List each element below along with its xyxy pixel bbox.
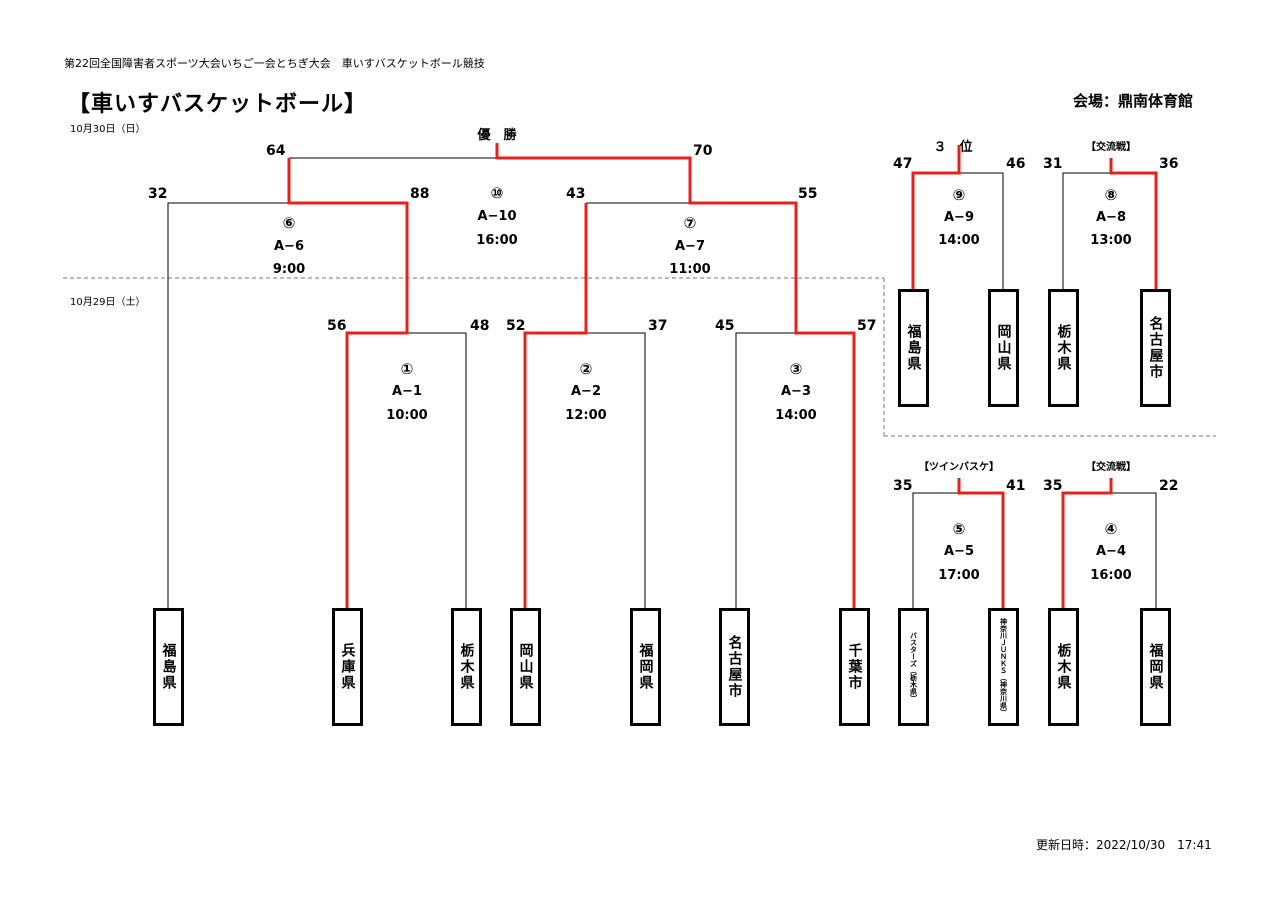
team-name: バスターズ（栃木県）: [909, 632, 918, 702]
twin-label: 【ツインバスケ】: [919, 462, 999, 473]
venue: 会場：鼎南体育館: [1073, 92, 1194, 110]
exchange2-time: 16:00: [1090, 568, 1132, 583]
team-name: 福岡県: [637, 643, 654, 691]
twin-code: A−5: [944, 544, 974, 559]
twin-time: 17:00: [938, 568, 980, 583]
twin-score-right: 41: [1006, 478, 1026, 494]
exchange2-code: A−4: [1096, 544, 1126, 559]
final-score-left: 64: [266, 143, 286, 159]
final-number: ⑩: [490, 184, 504, 202]
m1-time: 10:00: [386, 408, 428, 423]
third-time: 14:00: [938, 233, 980, 248]
team-name: 福岡県: [1147, 643, 1164, 691]
exchange1-team-left: 栃木県: [1048, 289, 1079, 407]
team-name: 千葉市: [846, 643, 863, 691]
exchange1-label: 【交流戦】: [1086, 142, 1136, 153]
m2-code: A−2: [571, 384, 601, 399]
team-hyogo: 兵庫県: [332, 608, 363, 726]
exchange1-number: ⑧: [1104, 186, 1118, 204]
twin-team-right: 神奈川ＪＵＮＫＳ（神奈川県）: [988, 608, 1019, 726]
date-day1: 10月29日（土）: [70, 297, 146, 308]
final-time: 16:00: [476, 233, 518, 248]
semi6-score-right: 88: [410, 186, 430, 202]
team-fukuoka: 福岡県: [630, 608, 661, 726]
team-name: 福島県: [905, 324, 922, 372]
twin-number: ⑤: [952, 520, 966, 538]
third-number: ⑨: [952, 186, 966, 204]
team-name: 栃木県: [1055, 324, 1072, 372]
twin-team-left: バスターズ（栃木県）: [898, 608, 929, 726]
m2-score-right: 37: [648, 318, 668, 334]
exchange2-team-right: 福岡県: [1140, 608, 1171, 726]
m1-score-right: 48: [470, 318, 490, 334]
third-score-left: 47: [893, 156, 913, 172]
semi7-score-left: 43: [566, 186, 586, 202]
semi7-code: A−7: [675, 239, 705, 254]
team-name: 栃木県: [458, 643, 475, 691]
semi7-time: 11:00: [669, 262, 711, 277]
third-code: A−9: [944, 210, 974, 225]
m3-time: 14:00: [775, 408, 817, 423]
team-name: 兵庫県: [339, 643, 356, 691]
team-name: 栃木県: [1055, 643, 1072, 691]
m1-score-left: 56: [327, 318, 347, 334]
header-note: 第22回全国障害者スポーツ大会いちご一会とちぎ大会 車いすバスケットボール競技: [64, 57, 485, 70]
date-day2: 10月30日（日）: [70, 124, 146, 135]
twin-score-left: 35: [893, 478, 913, 494]
m3-number: ③: [789, 360, 803, 378]
team-name: 岡山県: [995, 324, 1012, 372]
m2-number: ②: [579, 360, 593, 378]
exchange1-time: 13:00: [1090, 233, 1132, 248]
exchange2-number: ④: [1104, 520, 1118, 538]
team-name: 名古屋市: [726, 635, 743, 699]
final-label: 優 勝: [477, 128, 517, 143]
third-label: ３ 位: [933, 140, 973, 155]
exchange2-score-left: 35: [1043, 478, 1063, 494]
team-chiba: 千葉市: [839, 608, 870, 726]
final-score-right: 70: [693, 143, 713, 159]
final-code: A−10: [477, 209, 517, 224]
m3-score-left: 45: [715, 318, 735, 334]
semi6-time: 9:00: [272, 262, 306, 277]
team-name: 岡山県: [517, 643, 534, 691]
semi7-score-right: 55: [798, 186, 818, 202]
exchange1-team-right: 名古屋市: [1140, 289, 1171, 407]
page-title: 【車いすバスケットボール】: [68, 92, 368, 117]
updated-timestamp: 更新日時：2022/10/30 17:41: [1036, 838, 1212, 852]
third-team-right: 岡山県: [988, 289, 1019, 407]
exchange1-score-left: 31: [1043, 156, 1063, 172]
m3-score-right: 57: [857, 318, 877, 334]
third-team-left: 福島県: [898, 289, 929, 407]
m2-score-left: 52: [506, 318, 526, 334]
m3-code: A−3: [781, 384, 811, 399]
team-name: 福島県: [160, 643, 177, 691]
exchange1-score-right: 36: [1159, 156, 1179, 172]
team-tochigi: 栃木県: [451, 608, 482, 726]
m2-time: 12:00: [565, 408, 607, 423]
semi7-number: ⑦: [683, 214, 697, 232]
team-name: 名古屋市: [1147, 316, 1164, 380]
semi6-code: A−6: [274, 239, 304, 254]
semi6-number: ⑥: [282, 214, 296, 232]
m1-code: A−1: [392, 384, 422, 399]
team-okayama: 岡山県: [510, 608, 541, 726]
exchange2-score-right: 22: [1159, 478, 1179, 494]
team-fukushima: 福島県: [153, 608, 184, 726]
team-name: 神奈川ＪＵＮＫＳ（神奈川県）: [999, 618, 1008, 716]
m1-number: ①: [400, 360, 414, 378]
exchange1-code: A−8: [1096, 210, 1126, 225]
team-nagoya: 名古屋市: [719, 608, 750, 726]
semi6-score-left: 32: [148, 186, 168, 202]
exchange2-team-left: 栃木県: [1048, 608, 1079, 726]
third-score-right: 46: [1006, 156, 1026, 172]
exchange2-label: 【交流戦】: [1086, 462, 1136, 473]
